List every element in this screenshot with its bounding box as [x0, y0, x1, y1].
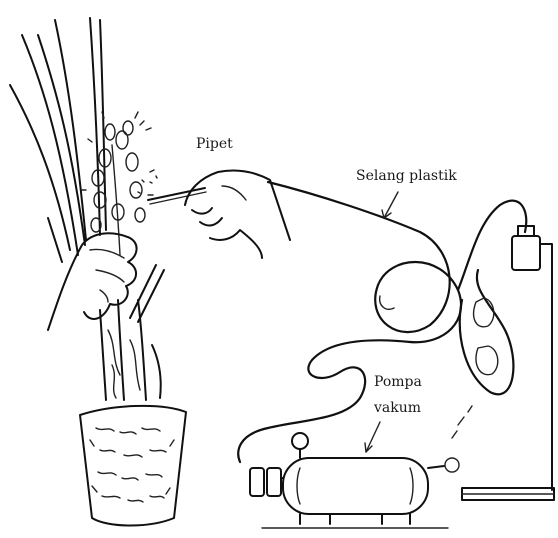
hose-label-text: Selang plastik: [356, 168, 457, 184]
flower-pot: [80, 406, 186, 526]
pump-label-line2: vakum: [373, 400, 421, 416]
plant-stems: [100, 265, 164, 400]
pipette: [138, 176, 206, 204]
hose-leader-arrow: [384, 192, 398, 218]
pump-leader-arrow: [366, 422, 380, 452]
pump-label-line1: Pompa: [374, 374, 422, 390]
plastic-hose: [238, 182, 526, 462]
label-hose: Selang plastik: [356, 168, 457, 218]
label-pump: Pompa vakum: [365, 374, 422, 452]
pipette-label-text: Pipet: [196, 136, 233, 152]
label-pipette: Pipet: [196, 136, 233, 152]
left-hand: [48, 233, 137, 330]
